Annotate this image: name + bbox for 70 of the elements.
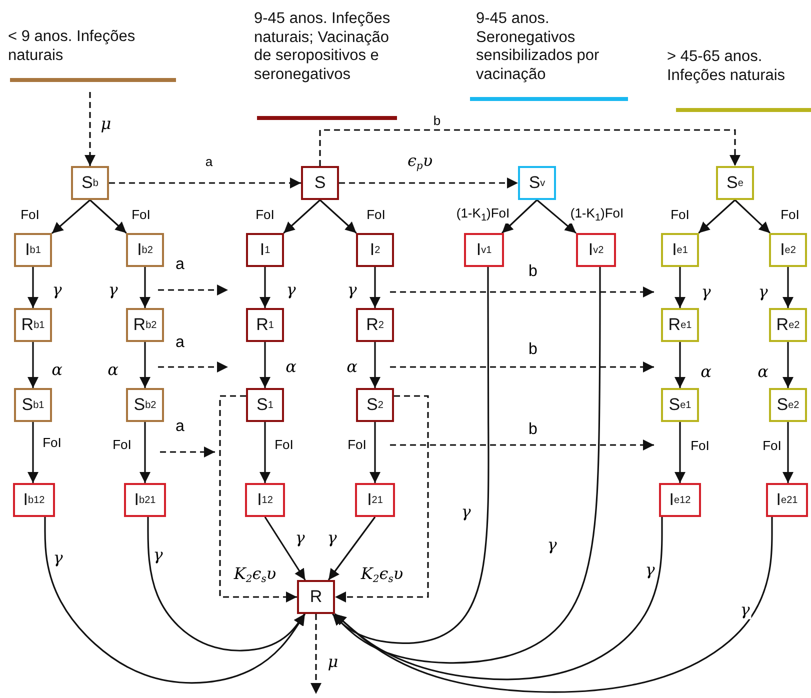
dashed-arrow [310, 614, 322, 694]
edge-label: FoI [670, 208, 690, 222]
edge-label: FoI [20, 208, 40, 222]
arrow [782, 422, 794, 483]
edge-label: FoI [274, 438, 294, 452]
compartment-box: R [297, 580, 335, 614]
dashed-arrow [84, 92, 96, 166]
arrow [734, 199, 771, 234]
arrow [140, 422, 150, 483]
edge-label: FoI [42, 436, 62, 450]
arrow [28, 422, 38, 483]
arrow [319, 199, 357, 234]
arrow [260, 342, 270, 388]
edge-label: FoI [690, 438, 710, 454]
arrow [370, 267, 380, 308]
arrow [28, 267, 38, 308]
rate-label: b [528, 421, 538, 439]
arrow [674, 267, 686, 308]
arrow [283, 199, 321, 234]
dashed-arrow [339, 178, 518, 188]
legend-text: 9-45 anos. Seronegativos sensibilizados por vacinação [476, 10, 600, 84]
rate-label: b [528, 263, 538, 281]
rate-label: a [176, 256, 184, 274]
edge-label: b [432, 114, 442, 128]
arrow [89, 199, 127, 234]
edge-label: FoI [112, 438, 132, 452]
rate-label: a [176, 418, 184, 436]
arrow [674, 342, 686, 388]
arrow [140, 342, 150, 388]
edge-label: FoI [130, 208, 152, 222]
arrow [674, 422, 686, 483]
arrow [140, 267, 150, 308]
rate-label: a [176, 334, 184, 352]
arrow [782, 267, 794, 308]
legend-text: 9-45 anos. Infeções naturais; Vacinação de seropositivos e seronegativos [254, 10, 392, 84]
edge-label: (1-K$_{1}$)FoI [569, 206, 625, 224]
arrow [698, 199, 736, 234]
curved-arrow [334, 517, 773, 693]
edge-label: K$_{2}$ϵ$_{s}$υ [232, 565, 278, 585]
dashed-arrow [319, 129, 740, 166]
arrow [28, 342, 38, 388]
edge-label: FoI [366, 208, 386, 222]
arrow [264, 516, 306, 580]
legend-text: > 45-65 anos. Infeções naturais [667, 48, 786, 86]
arrow [536, 199, 577, 234]
dashed-arrow [335, 395, 429, 602]
arrow [370, 342, 380, 388]
arrow [51, 199, 91, 234]
compartment-box: S [301, 166, 339, 200]
dashed-arrow [219, 395, 297, 602]
rate-label: b [528, 341, 538, 359]
edge-label: FoI [346, 438, 368, 452]
edge-label: FoI [780, 208, 800, 222]
arrow [328, 516, 376, 580]
dashed-arrow [109, 178, 301, 188]
arrow [370, 422, 380, 483]
legend-text: < 9 anos. Infeções naturais [8, 28, 136, 66]
curved-arrow [44, 517, 306, 684]
edge-label: FoI [254, 208, 276, 222]
curved-arrow [334, 517, 663, 680]
arrow [782, 342, 794, 388]
arrow [260, 267, 270, 308]
curved-arrow [332, 267, 490, 644]
curved-arrow [147, 517, 306, 652]
edge-label: FoI [762, 438, 782, 454]
arrow [501, 199, 538, 234]
arrow [260, 422, 270, 483]
curved-arrow [332, 267, 601, 664]
edge-label: K$_{2}$ϵ$_{s}$υ [360, 565, 404, 585]
edge-label: (1-K$_{1}$)FoI [455, 206, 511, 224]
